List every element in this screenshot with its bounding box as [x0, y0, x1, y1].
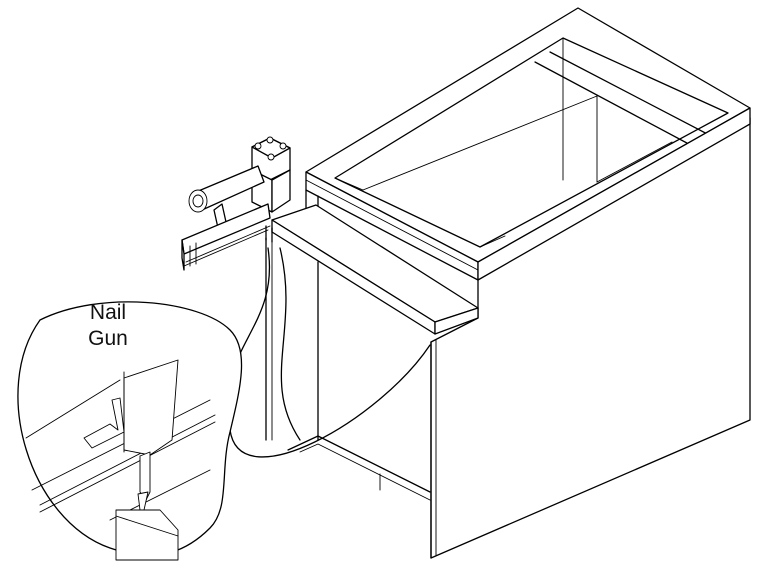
cabinet-top-opening: [334, 37, 729, 248]
callout-label-line2: Gun: [88, 327, 128, 350]
cabinet: [265, 7, 751, 559]
shelf: [271, 204, 479, 335]
callout-label-line1: Nail: [89, 301, 127, 324]
callout-label: Nail Gun: [78, 300, 138, 352]
detail-callout: [17, 247, 431, 561]
nail-gun: [181, 136, 291, 271]
